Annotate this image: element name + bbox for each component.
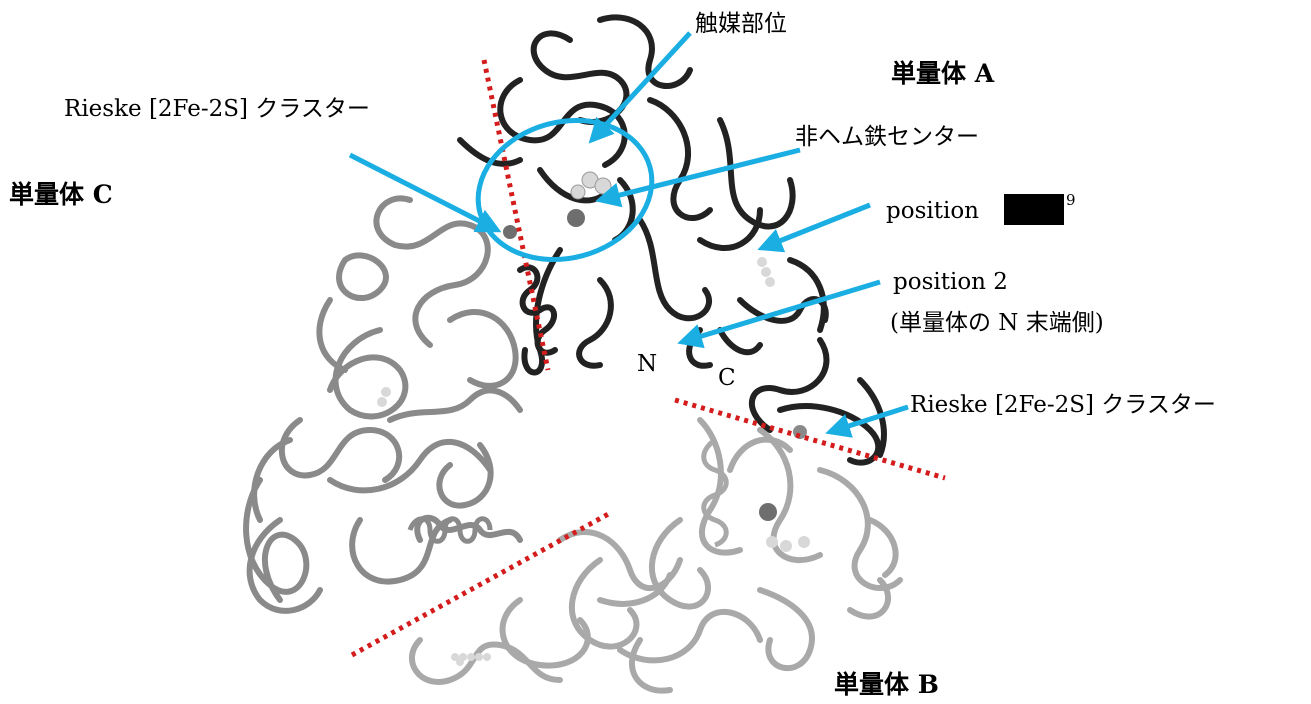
label-c-terminus: C <box>718 367 736 390</box>
label-position-2-note: (単量体の N 末端側) <box>890 312 1104 335</box>
label-position-9-suffix: 9 <box>1066 193 1076 208</box>
arrow-position-2 <box>682 282 880 342</box>
label-monomer-a: 単量体 A <box>891 61 994 86</box>
label-catalytic-site: 触媒部位 <box>695 13 787 36</box>
label-rieske-left: Rieske [2Fe-2S] クラスター <box>64 98 370 121</box>
monomer-a-ribbon <box>460 17 884 462</box>
label-nonheme-iron: 非ヘム鉄センター <box>795 126 979 149</box>
label-monomer-c: 単量体 C <box>9 182 113 207</box>
label-rieske-right: Rieske [2Fe-2S] クラスター <box>910 394 1216 417</box>
label-position-2: position 2 <box>893 271 1008 294</box>
arrow-nonheme-iron <box>600 150 800 200</box>
label-position-9-prefix: position <box>886 200 979 223</box>
arrow-rieske-left <box>350 155 497 230</box>
label-n-terminus: N <box>637 353 657 376</box>
label-monomer-b: 単量体 B <box>834 672 939 697</box>
redacted-box <box>1004 194 1064 225</box>
helix-monomer-b <box>704 440 727 545</box>
